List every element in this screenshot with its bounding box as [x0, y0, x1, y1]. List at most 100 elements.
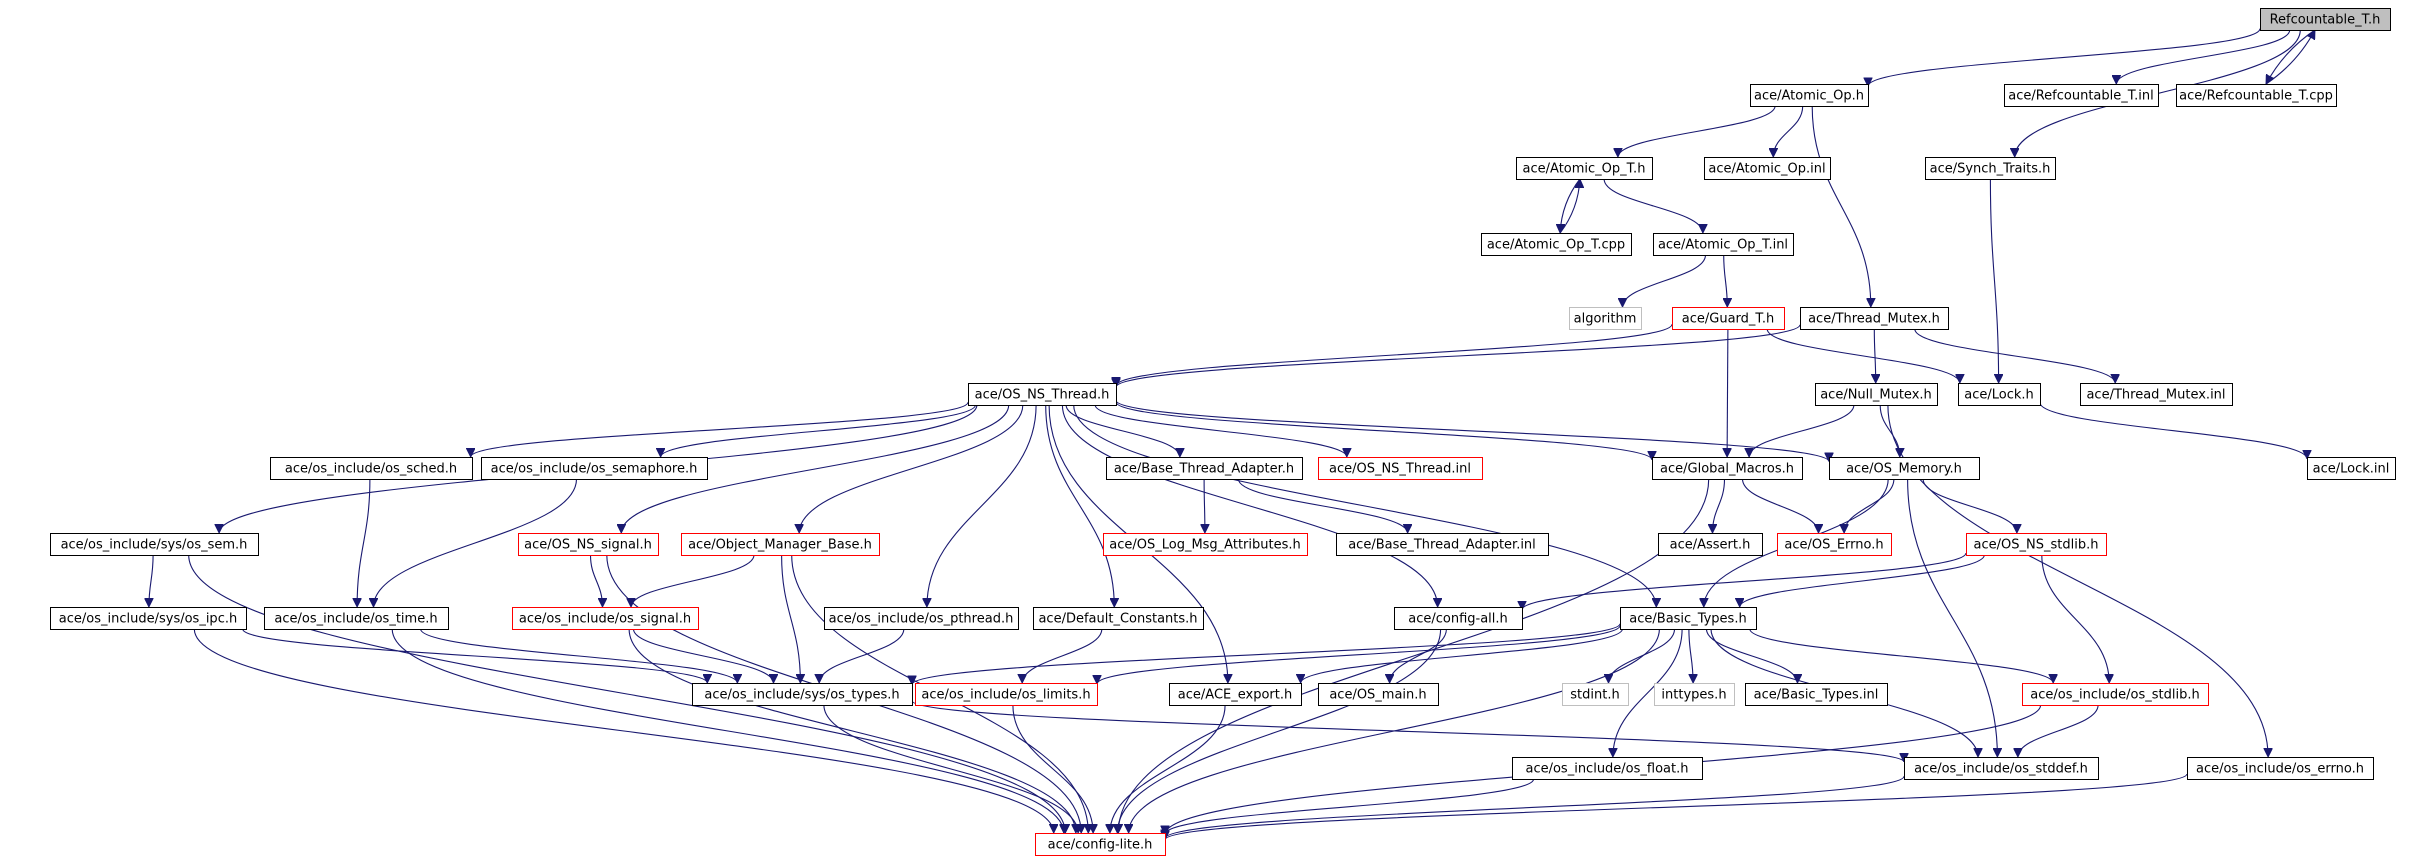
node-base-thread-adapter-inl[interactable]: ace/Base_Thread_Adapter.inl: [1336, 533, 1549, 556]
node-label: ace/os_include/os_limits.h: [921, 688, 1090, 703]
node-label: ace/Lock.inl: [2313, 462, 2390, 477]
node-os-sem[interactable]: ace/os_include/sys/os_sem.h: [50, 533, 259, 556]
node-os-memory[interactable]: ace/OS_Memory.h: [1829, 457, 1980, 480]
node-box: [1658, 533, 1763, 556]
edge-os_ns_thread_h-to-os_semaphore: [661, 404, 976, 458]
node-default-constants[interactable]: ace/Default_Constants.h: [1033, 607, 1204, 630]
node-os-ns-stdlib[interactable]: ace/OS_NS_stdlib.h: [1966, 533, 2107, 556]
edge-os_ns_thread_h-to-default_constants: [1045, 404, 1115, 607]
node-os-sched[interactable]: ace/os_include/os_sched.h: [270, 457, 473, 480]
node-os-ipc[interactable]: ace/os_include/sys/os_ipc.h: [50, 607, 247, 630]
node-os-stdlib[interactable]: ace/os_include/os_stdlib.h: [2022, 683, 2209, 706]
node-atomic-op-t-cpp[interactable]: ace/Atomic_Op_T.cpp: [1481, 233, 1632, 256]
edges-layer: [149, 28, 2316, 841]
node-box: [1704, 157, 1831, 180]
node-synch-traits[interactable]: ace/Synch_Traits.h: [1925, 157, 2056, 180]
node-box: [270, 457, 473, 480]
edge-atomic_op_t_cpp-to-atomic_op_t_h: [1559, 179, 1580, 234]
node-label: ace/Atomic_Op_T.cpp: [1487, 238, 1625, 253]
node-label: ace/Refcountable_T.cpp: [2179, 89, 2333, 104]
node-box: [2260, 8, 2391, 31]
node-os-semaphore[interactable]: ace/os_include/os_semaphore.h: [481, 457, 708, 480]
node-thread-mutex-h[interactable]: ace/Thread_Mutex.h: [1800, 307, 1949, 330]
node-label: ace/os_include/os_semaphore.h: [491, 462, 698, 477]
node-os-time[interactable]: ace/os_include/os_time.h: [264, 607, 449, 630]
node-label: stdint.h: [1570, 688, 1619, 703]
node-refcountable-inl[interactable]: ace/Refcountable_T.inl: [2004, 84, 2159, 107]
node-ace-export[interactable]: ace/ACE_export.h: [1169, 683, 1302, 706]
edge-os_ns_stdlib-to-config_all: [1522, 552, 1967, 611]
node-base-thread-adapter-h[interactable]: ace/Base_Thread_Adapter.h: [1106, 457, 1303, 480]
node-stdint[interactable]: stdint.h: [1562, 683, 1629, 706]
edge-os_semaphore-to-os_time: [374, 478, 578, 607]
node-box: [518, 533, 659, 556]
node-label: inttypes.h: [1661, 688, 1726, 703]
node-label: ace/Base_Thread_Adapter.h: [1114, 462, 1294, 477]
node-os-main[interactable]: ace/OS_main.h: [1318, 683, 1439, 706]
edge-os_ns_thread_h-to-os_ns_signal: [621, 404, 1010, 533]
node-os-ns-thread-h[interactable]: ace/OS_NS_Thread.h: [968, 383, 1117, 406]
node-os-limits[interactable]: ace/os_include/os_limits.h: [915, 683, 1098, 706]
edge-thread_mutex_h-to-os_ns_thread_h: [1116, 324, 1801, 388]
edge-refcountable_cpp-to-refcountable_h: [2265, 30, 2316, 85]
node-atomic-op-inl[interactable]: ace/Atomic_Op.inl: [1704, 157, 1831, 180]
node-config-all[interactable]: ace/config-all.h: [1394, 607, 1523, 630]
node-assert-h[interactable]: ace/Assert.h: [1658, 533, 1763, 556]
node-basic-types-inl[interactable]: ace/Basic_Types.inl: [1745, 683, 1888, 706]
node-inttypes[interactable]: inttypes.h: [1654, 683, 1735, 706]
node-label: ace/OS_NS_signal.h: [524, 538, 652, 553]
edge-basic_types_h-to-inttypes: [1688, 628, 1693, 683]
node-box: [1516, 157, 1653, 180]
node-label: ace/Thread_Mutex.h: [1808, 312, 1940, 327]
edge-os_ns_thread_h-to-basic_types_h: [1073, 404, 1657, 607]
edge-base_thread_adapter_h-to-base_thread_adapter_inl: [1237, 478, 1407, 534]
edge-atomic_op_t_h-to-atomic_op_t_cpp: [1560, 178, 1581, 233]
edge-refcountable_h-to-refcountable_inl: [2116, 29, 2291, 85]
node-box: [1777, 533, 1892, 556]
edge-atomic_op_h-to-atomic_op_inl: [1773, 105, 1804, 158]
node-global-macros[interactable]: ace/Global_Macros.h: [1652, 457, 1803, 480]
node-box: [1318, 683, 1439, 706]
edge-os_sched-to-os_time: [357, 478, 371, 607]
node-label: ace/config-all.h: [1408, 612, 1508, 627]
node-os-stddef[interactable]: ace/os_include/os_stddef.h: [1904, 757, 2099, 780]
node-lock-h[interactable]: ace/Lock.h: [1958, 383, 2041, 406]
edge-basic_types_h-to-os_float: [1613, 628, 1683, 757]
node-guard-t[interactable]: ace/Guard_T.h: [1672, 307, 1785, 330]
node-label: ace/Null_Mutex.h: [1820, 388, 1932, 403]
node-basic-types-h[interactable]: ace/Basic_Types.h: [1620, 607, 1757, 630]
node-label: ace/os_include/sys/os_sem.h: [61, 538, 248, 553]
node-os-ns-signal[interactable]: ace/OS_NS_signal.h: [518, 533, 659, 556]
edge-thread_mutex_h-to-thread_mutex_inl: [1914, 328, 2115, 384]
node-config-lite[interactable]: ace/config-lite.h: [1035, 833, 1166, 856]
node-label: ace/config-lite.h: [1048, 838, 1153, 853]
edge-global_macros-to-assert_h: [1713, 478, 1726, 533]
node-os-log-msg-attributes[interactable]: ace/OS_Log_Msg_Attributes.h: [1103, 533, 1308, 556]
edge-os_memory-to-os_errno_h: [1844, 478, 1895, 534]
node-atomic-op-h[interactable]: ace/Atomic_Op.h: [1750, 84, 1869, 107]
edge-guard_t-to-global_macros: [1727, 328, 1728, 457]
node-atomic-op-t-inl[interactable]: ace/Atomic_Op_T.inl: [1653, 233, 1794, 256]
node-object-manager-base[interactable]: ace/Object_Manager_Base.h: [681, 533, 880, 556]
node-os-errno-h[interactable]: ace/OS_Errno.h: [1777, 533, 1892, 556]
node-os-errno-inc[interactable]: ace/os_include/os_errno.h: [2187, 757, 2374, 780]
node-os-ns-thread-inl[interactable]: ace/OS_NS_Thread.inl: [1318, 457, 1483, 480]
edge-os_types-to-os_stddef: [911, 700, 1904, 763]
node-refcountable-h[interactable]: Refcountable_T.h: [2260, 8, 2391, 31]
node-os-signal[interactable]: ace/os_include/os_signal.h: [512, 607, 699, 630]
node-lock-inl[interactable]: ace/Lock.inl: [2307, 457, 2396, 480]
node-label: ace/Basic_Types.inl: [1754, 688, 1879, 703]
node-label: ace/Synch_Traits.h: [1930, 162, 2051, 177]
node-refcountable-cpp[interactable]: ace/Refcountable_T.cpp: [2176, 84, 2337, 107]
edge-os_errno_inc-to-config_lite: [1165, 773, 2188, 841]
node-algorithm[interactable]: algorithm: [1569, 307, 1642, 330]
node-os-pthread[interactable]: ace/os_include/os_pthread.h: [824, 607, 1019, 630]
node-atomic-op-t-h[interactable]: ace/Atomic_Op_T.h: [1516, 157, 1653, 180]
node-os-float[interactable]: ace/os_include/os_float.h: [1512, 757, 1703, 780]
node-os-types[interactable]: ace/os_include/sys/os_types.h: [692, 683, 913, 706]
node-thread-mutex-inl[interactable]: ace/Thread_Mutex.inl: [2080, 383, 2233, 406]
node-label: ace/os_include/os_float.h: [1525, 762, 1688, 777]
edge-synch_traits-to-lock_h: [1989, 178, 1998, 383]
edge-os_sem-to-os_ipc: [149, 554, 154, 607]
node-null-mutex[interactable]: ace/Null_Mutex.h: [1815, 383, 1938, 406]
